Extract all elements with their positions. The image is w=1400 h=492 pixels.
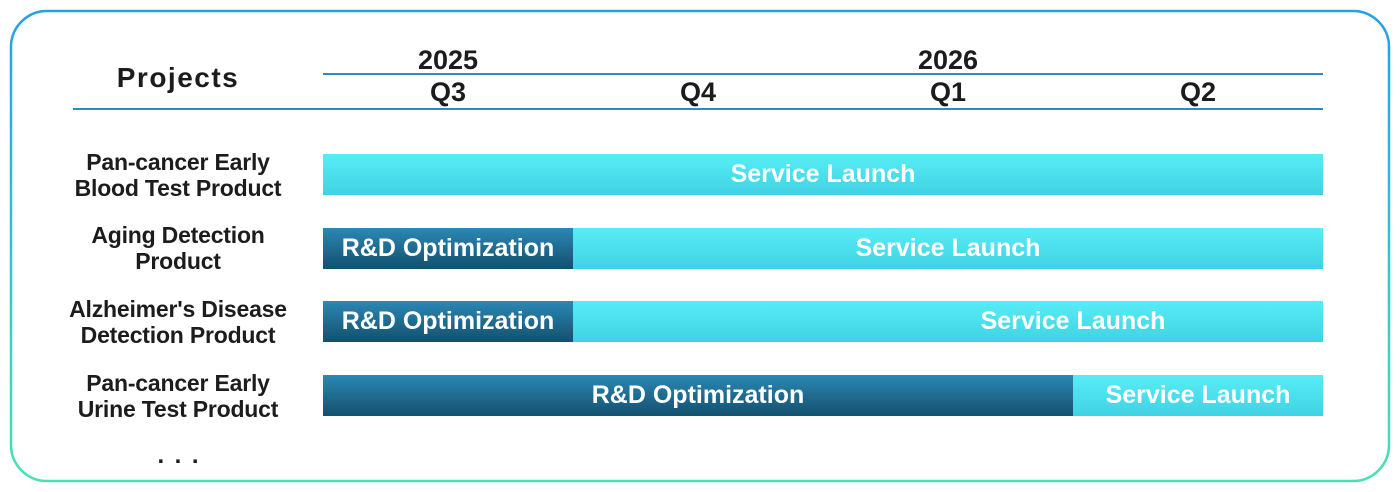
project-label-line: Product: [135, 248, 221, 275]
bar-segment-service: [573, 301, 823, 343]
bar-segment-label: Service Launch: [1105, 381, 1291, 410]
project-label-line: Urine Test Product: [77, 395, 279, 422]
projects-header: Projects: [116, 62, 240, 93]
project-label-line: Alzheimer's Disease: [69, 295, 287, 322]
project-label-line: Detection Product: [80, 321, 276, 348]
bar-segment-service: Service Launch: [323, 154, 1323, 195]
quarter-label: Q2: [1179, 77, 1217, 107]
bar-segment-service: Service Launch: [1073, 375, 1323, 417]
header-divider-line: [73, 108, 1323, 110]
bar-segment-service: Service Launch: [573, 227, 1323, 269]
frame-border-rect: [9, 9, 1391, 483]
quarter-label: Q1: [929, 77, 967, 107]
bar-segment-label: R&D Optimization: [591, 381, 805, 410]
year-divider-line: [323, 73, 1323, 75]
bar-segment-label: Service Launch: [980, 307, 1166, 336]
quarter-label: Q3: [429, 77, 467, 107]
more-rows-indicator: ...: [157, 442, 209, 469]
bar-segment-rd: R&D Optimization: [323, 227, 573, 269]
bar-segment-label: R&D Optimization: [341, 307, 555, 336]
bar-segment-rd: R&D Optimization: [323, 375, 1073, 417]
bar-segment-rd: R&D Optimization: [323, 301, 573, 343]
bar-segment-label: Service Launch: [855, 233, 1041, 262]
project-label-line: Pan-cancer Early: [86, 369, 270, 396]
project-label-line: Blood Test Product: [74, 174, 282, 201]
project-label-line: Aging Detection: [91, 222, 265, 249]
year-label: 2025: [417, 45, 479, 75]
bar-segment-label: R&D Optimization: [341, 233, 555, 262]
year-label: 2026: [917, 45, 979, 75]
bar-segment-label: Service Launch: [730, 160, 916, 188]
bar-segment-service: Service Launch: [823, 301, 1323, 343]
project-label-line: Pan-cancer Early: [86, 148, 270, 175]
quarter-label: Q4: [679, 77, 717, 107]
